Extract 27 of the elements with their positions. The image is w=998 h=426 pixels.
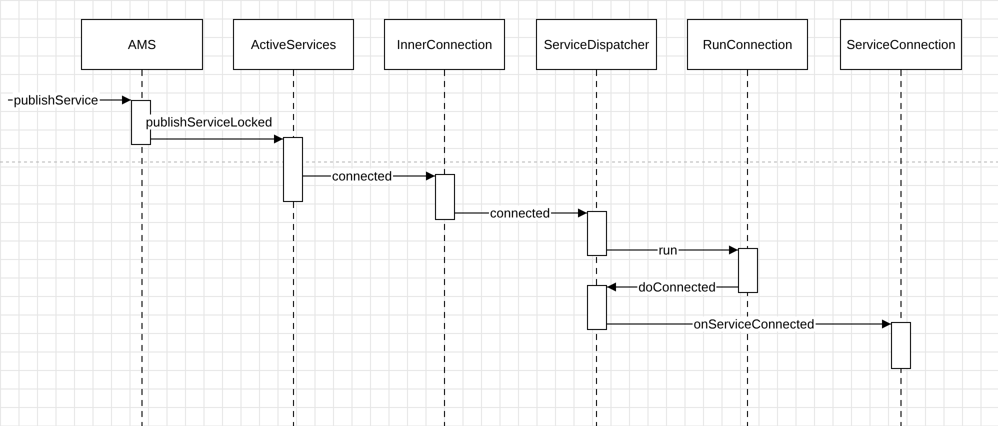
lifeline-name: RunConnection — [702, 37, 794, 52]
edge-label: connected — [331, 168, 393, 184]
lifeline-header — [840, 19, 962, 70]
lifeline-header — [687, 19, 808, 70]
lifeline-header — [81, 19, 203, 70]
activation-bar — [587, 211, 607, 256]
edge-label: publishService — [12, 92, 100, 108]
activation-bar — [738, 248, 758, 293]
lifeline-name: ActiveServices — [250, 37, 338, 52]
activation-bar — [891, 322, 911, 369]
edge-label: connected — [489, 206, 551, 220]
lifeline-name: InnerConnection — [396, 37, 494, 52]
lifeline-header — [233, 19, 354, 70]
lifeline-name: ServiceConnection — [845, 37, 957, 52]
activation-bar — [435, 174, 455, 220]
activation-bar — [587, 285, 607, 330]
edge-label: publishServiceLocked — [144, 114, 274, 130]
lifeline-name: AMS — [126, 37, 158, 52]
activation-bar — [283, 137, 303, 202]
edge-label: onServiceConnected — [692, 316, 816, 332]
lifeline-header — [384, 19, 505, 70]
lifeline-name: ServiceDispatcher — [542, 37, 650, 52]
message-arrow — [606, 246, 738, 254]
edge-label: doConnected — [637, 280, 717, 294]
message-arrow — [150, 134, 284, 144]
edge-label: run — [658, 242, 678, 258]
lifeline-header — [536, 19, 657, 70]
